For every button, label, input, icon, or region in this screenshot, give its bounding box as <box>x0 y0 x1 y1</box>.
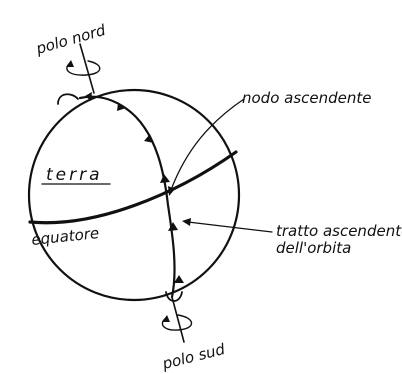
orbit-arrow <box>168 222 178 231</box>
equator-line <box>30 152 236 223</box>
north-pole-label: polo nord <box>33 21 108 58</box>
north-rotation-arrow <box>66 60 100 75</box>
equator-label: equatore <box>31 224 100 249</box>
earth-label: terra <box>46 165 103 185</box>
ascending-arc-label-line2: dell'orbita <box>276 239 351 257</box>
ascending-arc-label-line1: tratto ascendente <box>276 222 402 240</box>
orbit-path <box>80 97 175 297</box>
rotation-axis-south <box>172 297 184 342</box>
north-pole-marker <box>58 94 78 104</box>
ascending-node-leader <box>168 99 244 196</box>
rotation-axis-north <box>80 44 94 93</box>
orbit-arrow <box>174 275 184 283</box>
orbit-arrow <box>160 174 170 183</box>
orbit-arrow <box>144 134 154 143</box>
south-pole-label: polo sud <box>160 340 228 373</box>
ascending-arc-leader <box>182 218 272 232</box>
ascending-node-label: nodo ascendente <box>242 89 372 107</box>
earth-globe <box>29 90 239 300</box>
